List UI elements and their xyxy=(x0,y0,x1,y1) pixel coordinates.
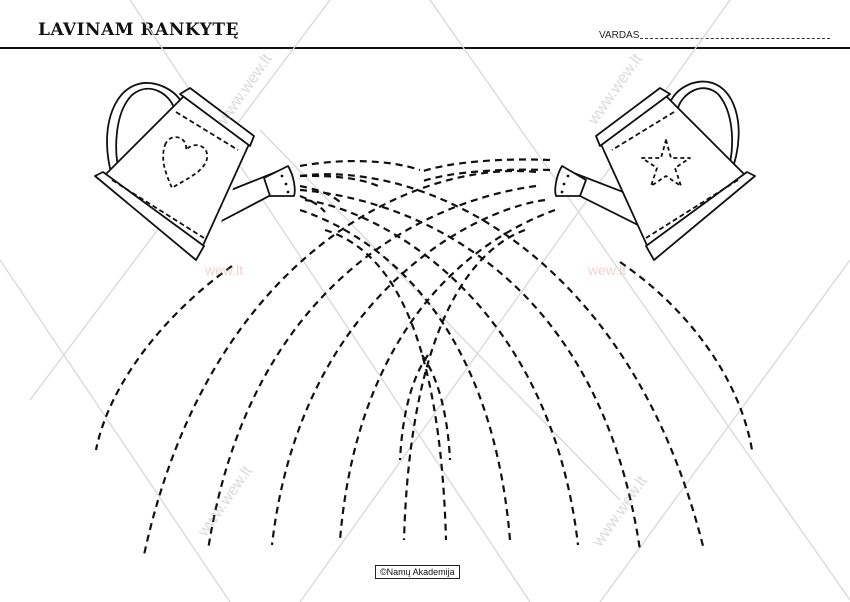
left-spray-arcs xyxy=(94,159,556,556)
watermark-text: wew.lt xyxy=(205,262,244,278)
right-spray-arcs xyxy=(299,158,754,551)
watermark-text: wew.lt xyxy=(588,262,627,278)
copyright-label: ©Namų Akademija xyxy=(375,565,460,579)
name-label: VARDAS xyxy=(599,30,640,41)
page-title: LAVINAM RANKYTĘ xyxy=(38,20,239,40)
watering-can-star-icon xyxy=(554,80,756,261)
watering-can-heart-icon xyxy=(90,82,296,261)
name-input-line[interactable] xyxy=(640,38,830,39)
header-rule xyxy=(0,47,850,49)
